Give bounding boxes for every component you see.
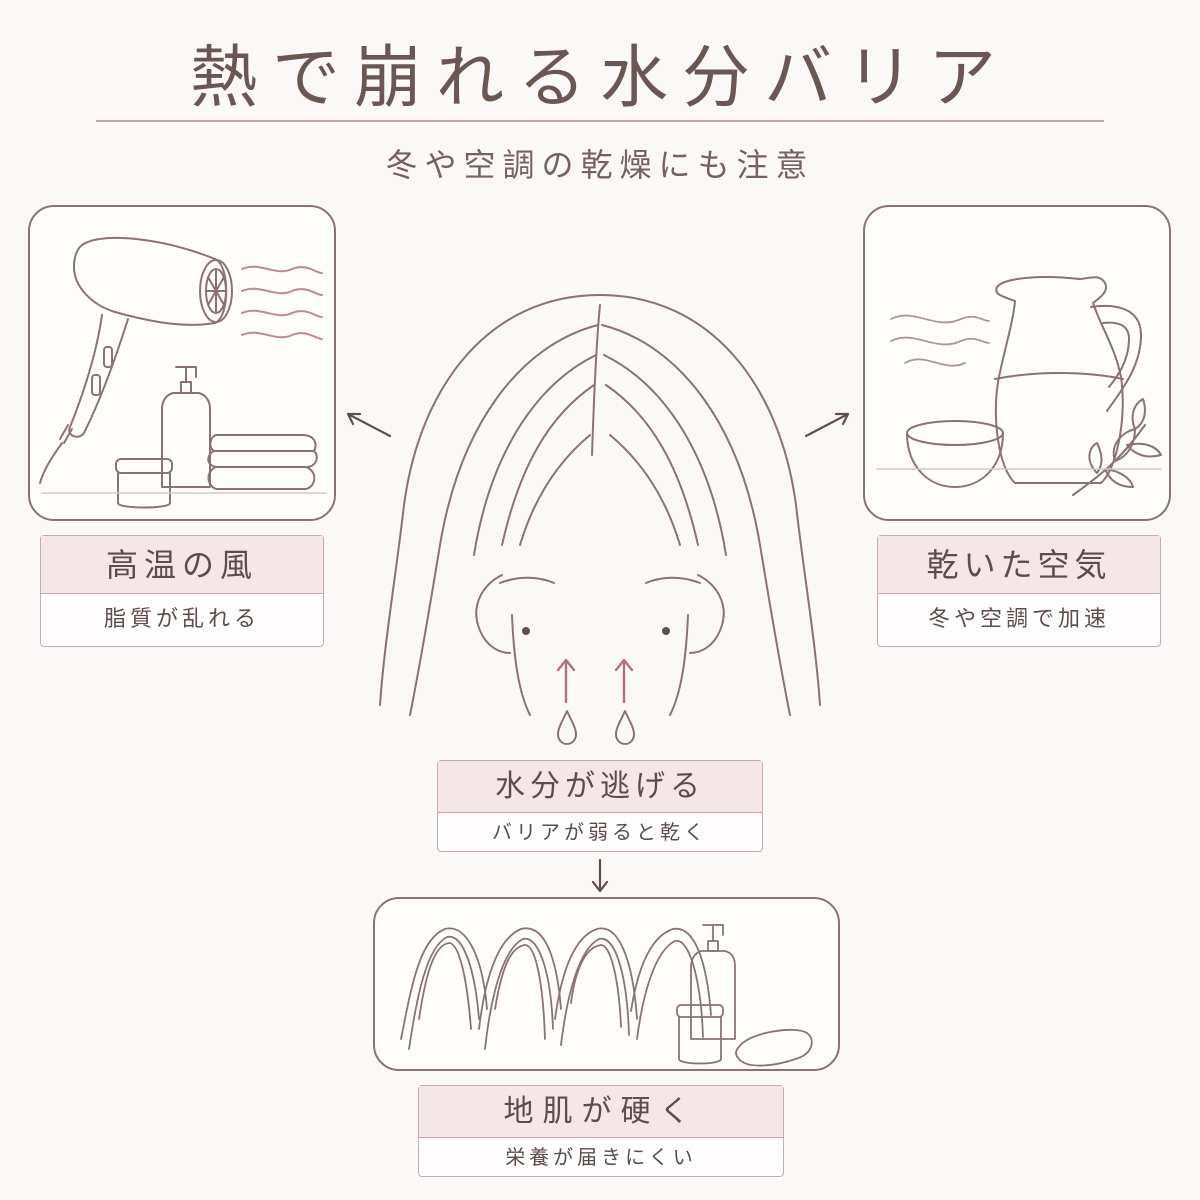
heat-label-heading: 高温の風 — [41, 536, 323, 594]
hair-dryer-icon — [39, 236, 233, 484]
dry-air-label-heading: 乾いた空気 — [878, 536, 1160, 594]
moisture-arrow-right-icon — [614, 658, 634, 704]
arrow-down-icon — [591, 858, 609, 893]
leaf-sprig-icon — [1072, 398, 1162, 496]
hot-air-icon — [241, 265, 323, 340]
moisture-arrow-left-icon — [556, 658, 576, 704]
hair-strands-icon — [400, 927, 712, 1050]
heat-label-card: 高温の風 脂質が乱れる — [40, 535, 324, 647]
pump-bottle-icon — [690, 924, 736, 1040]
heat-label-detail: 脂質が乱れる — [103, 607, 260, 632]
arrow-to-heat-icon — [346, 412, 392, 438]
dry-air-label-detail: 冬や空調で加速 — [927, 607, 1110, 632]
title-divider — [96, 120, 1104, 122]
water-drop-icon — [557, 710, 577, 745]
moisture-label-detail: バリアが弱ると乾く — [492, 820, 708, 844]
moisture-label-card: 水分が逃げる バリアが弱ると乾く — [437, 760, 763, 852]
pump-bottle-icon — [161, 366, 211, 488]
soap-bar-icon — [735, 1029, 813, 1067]
scalp-panel — [373, 897, 840, 1071]
scalp-label-card: 地肌が硬く 栄養が届きにくい — [418, 1085, 784, 1177]
towel-icon — [207, 434, 318, 490]
bowl-icon — [906, 420, 1004, 488]
heat-panel — [28, 205, 336, 521]
jar-icon — [115, 458, 173, 509]
moisture-label-heading: 水分が逃げる — [438, 761, 762, 813]
scalp-label-heading: 地肌が硬く — [419, 1086, 783, 1138]
pitcher-icon — [994, 276, 1142, 484]
water-drop-icon — [615, 710, 635, 745]
dry-air-waves-icon — [890, 314, 990, 367]
dry-air-label-card: 乾いた空気 冬や空調で加速 — [877, 535, 1161, 647]
dry-air-panel — [863, 205, 1171, 521]
jar-icon — [676, 1004, 724, 1065]
page-title: 熱で崩れる水分バリア — [189, 39, 1010, 118]
page-subtitle: 冬や空調の乾燥にも注意 — [385, 146, 815, 184]
scalp-label-detail: 栄養が届きにくい — [505, 1145, 697, 1169]
face-icon — [379, 294, 821, 716]
arrow-to-dry-icon — [804, 412, 850, 438]
